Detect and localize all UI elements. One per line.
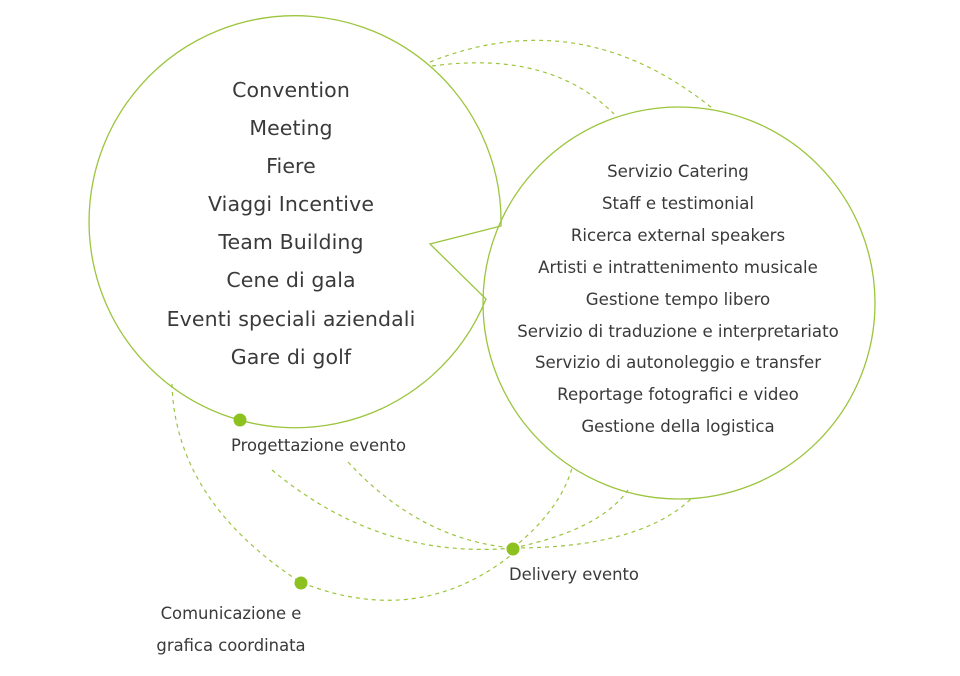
- delivery-node-dot: [506, 542, 520, 556]
- service-item: Gestione della logistica: [581, 417, 775, 437]
- progettazione-node-dot: [233, 413, 247, 427]
- delivery-label: Delivery evento: [509, 565, 639, 584]
- connector-left-outer: [171, 383, 516, 601]
- service-item: Gestione tempo libero: [585, 289, 771, 309]
- service-item: Reportage fotografici e video: [557, 385, 799, 405]
- services-list: Servizio Catering Staff e testimonial Ri…: [497, 156, 859, 443]
- comunicazione-node-dot: [294, 576, 308, 590]
- comunicazione-label-line1: Comunicazione e: [160, 604, 302, 623]
- comunicazione-label-line2: grafica coordinata: [156, 636, 306, 655]
- event-type-item: Fiere: [266, 154, 316, 179]
- comunicazione-label: Comunicazione e grafica coordinata: [136, 598, 326, 662]
- event-type-item: Cene di gala: [226, 268, 356, 293]
- services-bubble: [482, 106, 876, 500]
- event-type-item: Team Building: [218, 230, 364, 255]
- service-item: Staff e testimonial: [601, 193, 755, 213]
- service-item: Artisti e intrattenimento musicale: [538, 257, 818, 277]
- event-type-item: Gare di golf: [230, 344, 352, 369]
- connector-top-inner: [431, 62, 615, 115]
- service-item: Ricerca external speakers: [570, 225, 786, 245]
- connector-delivery-right-1: [512, 467, 573, 549]
- event-type-item: Meeting: [249, 116, 333, 141]
- event-types-list: Convention Meeting Fiere Viaggi Incentiv…: [141, 71, 441, 376]
- service-item: Servizio di autonoleggio e transfer: [534, 353, 822, 373]
- service-item: Servizio Catering: [607, 162, 749, 181]
- event-type-item: Viaggi Incentive: [207, 192, 375, 217]
- connector-progettazione-delivery: [271, 469, 514, 551]
- connector-delivery-right-2: [512, 489, 629, 549]
- main-speech-bubble: [88, 15, 502, 429]
- event-type-item: Eventi speciali aziendali: [166, 306, 416, 331]
- service-item: Servizio di traduzione e interpretariato: [517, 321, 839, 341]
- connector-delivery-right-3: [512, 497, 693, 549]
- progettazione-label: Progettazione evento: [231, 436, 406, 455]
- event-type-item: Convention: [232, 78, 350, 102]
- connector-top-outer: [429, 39, 713, 109]
- connector-inner-delivery: [347, 461, 514, 549]
